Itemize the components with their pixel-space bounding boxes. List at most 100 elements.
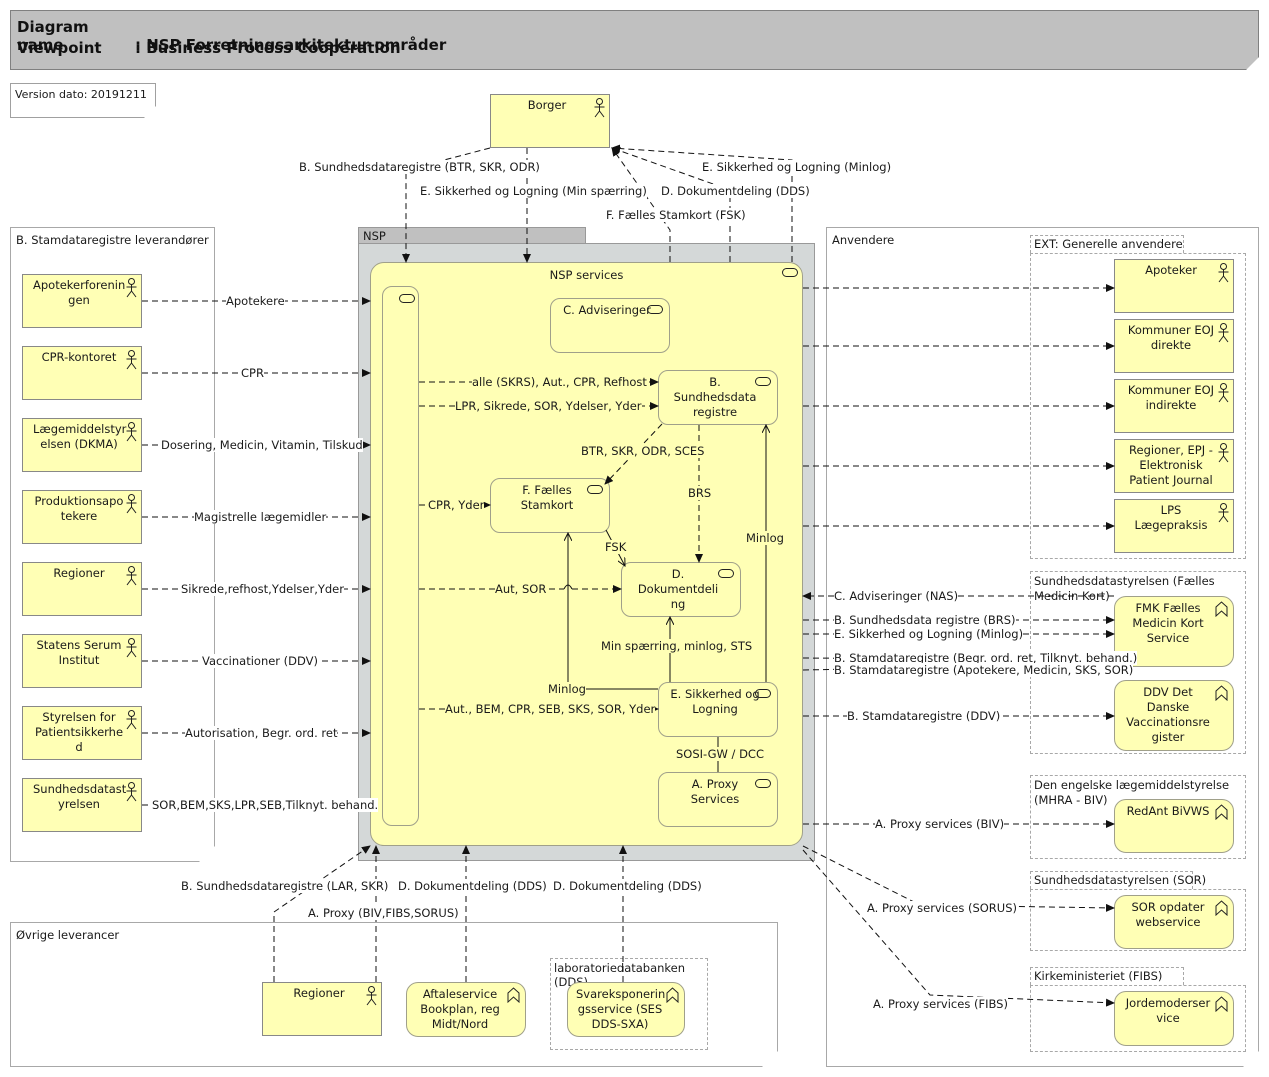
flow-label: B. Stamdataregistre (Apotekere, Medicin,…: [834, 663, 1134, 677]
flow-label: SOSI-GW / DCC: [676, 747, 764, 761]
flow-fibs: [802, 849, 1115, 1007]
service-c-adviseringer[interactable]: C. Adviseringer: [550, 298, 670, 353]
application-service-icon: [1215, 685, 1228, 701]
flow-label: A. Proxy services (BIV): [875, 817, 1005, 831]
actor-label: Regioner: [293, 986, 345, 1000]
flow-label: A. Proxy services (SORUS): [867, 901, 1018, 915]
service-svareksponering[interactable]: Svareksponerin gsservice (SES DDS-SXA): [567, 982, 685, 1037]
actor-label: Borger: [527, 98, 567, 112]
actor-icon: [126, 494, 137, 514]
flow-label: D. Dokumentdeling (DDS): [553, 879, 702, 893]
group-title: B. Stamdataregistre leverandører: [16, 233, 209, 247]
actor-left-3[interactable]: Produktionsapo tekere: [22, 490, 142, 544]
group-ovrige-leverancer: Øvrige leverancer: [10, 922, 778, 1067]
service-sor-opdater[interactable]: SOR opdater webservice: [1114, 895, 1234, 949]
actor-label: Lægemiddelstyr elsen (DKMA): [33, 422, 127, 451]
group-title: Anvendere: [832, 233, 895, 247]
business-service-icon: [718, 569, 734, 578]
service-label: FMK Fælles Medicin Kort Service: [1132, 601, 1204, 645]
group-title: Øvrige leverancer: [16, 928, 120, 942]
service-label: Jordemoderser vice: [1125, 996, 1211, 1025]
group-anvendere: Anvendere: [826, 227, 1259, 1067]
actor-ext-3[interactable]: Regioner, EPJ - Elektronisk Patient Jour…: [1114, 439, 1234, 493]
service-label: B. Sundhedsdata registre: [673, 375, 757, 419]
actor-label: Produktionsapo tekere: [34, 494, 124, 523]
flow-label: BRS: [688, 486, 712, 500]
business-service-icon: [755, 377, 771, 386]
flow-label: F. Fælles Stamkort (FSK): [606, 208, 746, 222]
flow-label: Dosering, Medicin, Vitamin, Tilskud: [161, 438, 363, 452]
viewpoint-line: Viewpoint : Business Process Cooperation: [17, 39, 401, 57]
group-title-mhra: Den engelske lægemiddelstyrelse (MHRA - …: [1034, 778, 1230, 807]
group-stamdataregistre-leverandorer: B. Stamdataregistre leverandører: [10, 227, 215, 862]
actor-label: Statens Serum Institut: [36, 638, 122, 667]
application-service-icon: [666, 987, 679, 1003]
flow-label: Sikrede,refhost,Ydelser,Yder: [181, 582, 344, 596]
actor-icon: [1218, 263, 1229, 283]
service-aftaleservice[interactable]: Aftaleservice Bookplan, reg Midt/Nord: [406, 982, 526, 1037]
actor-label: Regioner: [53, 566, 105, 580]
service-label: A. Proxy Services: [690, 777, 740, 806]
diagram-header: Diagram name: NSP Forretningsarkitektur …: [10, 10, 1259, 70]
actor-icon: [126, 422, 137, 442]
actor-regioner-bottom[interactable]: Regioner: [262, 982, 382, 1036]
actor-left-5[interactable]: Statens Serum Institut: [22, 634, 142, 688]
actor-left-0[interactable]: Apotekerforenin gen: [22, 274, 142, 328]
actor-left-7[interactable]: Sundhedsdatast yrelsen: [22, 778, 142, 832]
business-service-icon: [755, 779, 771, 788]
actor-icon: [1218, 443, 1229, 463]
actor-borger[interactable]: Borger: [490, 94, 610, 148]
flow-label: B. Sundhedsdataregistre (BTR, SKR, ODR): [299, 160, 540, 174]
service-label: E. Sikkerhed og Logning: [670, 687, 760, 716]
service-d-dokumentdeling[interactable]: D. Dokumentdeli ng: [621, 562, 741, 617]
flow-label: LPR, Sikrede, SOR, Ydelser, Yder: [455, 399, 642, 413]
viewpoint-key: Viewpoint: [17, 39, 102, 57]
actor-icon: [1218, 503, 1229, 523]
application-service-icon: [1215, 900, 1228, 916]
group-fibs: [1030, 985, 1246, 1052]
service-label: Svareksponerin gsservice (SES DDS-SXA): [576, 987, 666, 1031]
actor-label: Kommuner EOJ direkte: [1127, 323, 1215, 352]
service-b-sundhedsdata-registre[interactable]: B. Sundhedsdata registre: [658, 370, 778, 425]
service-f-faelles-stamkort[interactable]: F. Fælles Stamkort: [490, 478, 610, 533]
flow-label: A. Proxy services (FIBS): [873, 997, 1008, 1011]
actor-left-4[interactable]: Regioner: [22, 562, 142, 616]
service-redant-bivws[interactable]: RedAnt BiVWS: [1114, 799, 1234, 853]
nsp-inbound-service[interactable]: [382, 286, 419, 826]
service-ddv[interactable]: DDV Det Danske Vaccinationsre gister: [1114, 680, 1234, 751]
flow-label: Apotekere: [226, 294, 285, 308]
service-a-proxy-services[interactable]: A. Proxy Services: [658, 772, 778, 827]
actor-left-1[interactable]: CPR-kontoret: [22, 346, 142, 400]
actor-ext-1[interactable]: Kommuner EOJ direkte: [1114, 319, 1234, 373]
actor-icon: [126, 350, 137, 370]
service-label: RedAnt BiVWS: [1126, 804, 1210, 818]
viewpoint-value: : Business Process Cooperation: [135, 39, 401, 57]
flow-label: FSK: [605, 540, 627, 554]
actor-label: Apotekerforenin gen: [33, 278, 126, 307]
flow-label: alle (SKRS), Aut., CPR, Refhost: [472, 375, 647, 389]
flow-label: Autorisation, Begr. ord. ret: [185, 726, 338, 740]
flow-label: Aut, SOR: [495, 582, 547, 596]
group-sor: [1030, 889, 1246, 951]
business-service-icon: [399, 294, 415, 303]
flow-label: Minlog: [548, 682, 586, 696]
nsp-group-tab: NSP: [358, 227, 586, 244]
actor-label: Styrelsen for Patientsikkerhe d: [34, 710, 124, 754]
flow-label: B. Stamdataregistre (Begr. ord. ret, Til…: [834, 651, 1138, 665]
application-service-icon: [1215, 996, 1228, 1012]
diagram-name-line: Diagram name: NSP Forretningsarkitektur …: [17, 18, 446, 54]
actor-left-2[interactable]: Lægemiddelstyr elsen (DKMA): [22, 418, 142, 472]
flow-label: B. Sundhedsdata registre (BRS): [834, 613, 1016, 627]
service-jordemoderservice[interactable]: Jordemoderser vice: [1114, 991, 1234, 1046]
business-service-icon: [587, 485, 603, 494]
actor-icon: [1218, 323, 1229, 343]
flow-label: Aut., BEM, CPR, SEB, SKS, SOR, Yder: [445, 702, 656, 716]
group-tab-ext: EXT: Generelle anvendere: [1030, 235, 1184, 253]
actor-label: CPR-kontoret: [41, 350, 117, 364]
flow-label: E. Sikkerhed og Logning (Minlog): [834, 627, 1024, 641]
actor-left-6[interactable]: Styrelsen for Patientsikkerhe d: [22, 706, 142, 760]
actor-ext-2[interactable]: Kommuner EOJ indirekte: [1114, 379, 1234, 433]
actor-icon: [126, 710, 137, 730]
service-e-sikkerhed-og-logning[interactable]: E. Sikkerhed og Logning: [658, 682, 778, 737]
